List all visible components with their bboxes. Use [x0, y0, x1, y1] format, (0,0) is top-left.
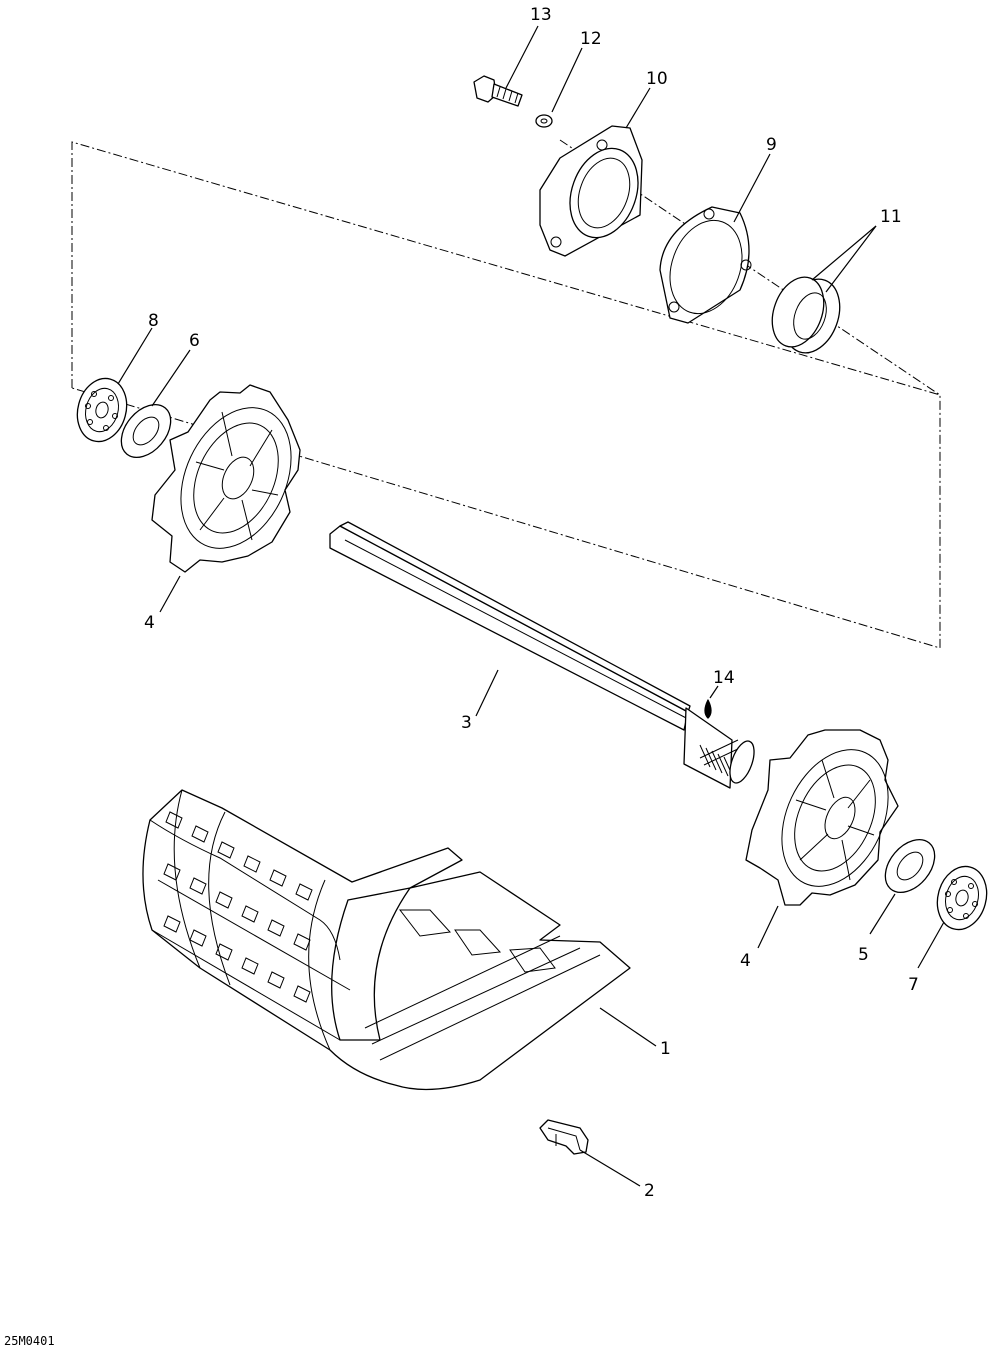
callout-9: 9 — [766, 135, 777, 155]
callout-2: 2 — [644, 1181, 655, 1201]
leader-10 — [625, 87, 651, 129]
bearing-right — [936, 865, 988, 931]
washer — [535, 114, 553, 128]
spacer-right — [884, 839, 936, 893]
grease-drop — [704, 699, 712, 719]
leader-6 — [151, 349, 191, 407]
assembly-centerline — [71, 141, 941, 649]
bearing-left — [76, 377, 128, 443]
callout-1: 1 — [660, 1039, 671, 1059]
spacer-left — [120, 404, 172, 458]
leader-4b — [757, 905, 779, 949]
leader-1 — [599, 1007, 657, 1047]
track-clip — [539, 1119, 589, 1155]
leader-14 — [709, 685, 719, 699]
callout-11: 11 — [880, 207, 902, 227]
sprocket-right — [745, 729, 899, 906]
drive-axle — [329, 521, 755, 789]
bearing-housing — [539, 125, 643, 257]
leader-11b — [825, 225, 877, 293]
callout-4-left: 4 — [144, 613, 155, 633]
leader-7 — [917, 921, 945, 969]
callout-3: 3 — [461, 713, 472, 733]
callout-13: 13 — [530, 5, 552, 25]
callout-14: 14 — [713, 668, 735, 688]
callout-6: 6 — [189, 331, 200, 351]
track — [142, 789, 631, 1091]
callout-4-right: 4 — [740, 951, 751, 971]
leader-11a — [811, 225, 877, 281]
leader-5 — [869, 893, 896, 935]
sprocket-left — [151, 384, 301, 573]
callout-12: 12 — [580, 29, 602, 49]
callout-10: 10 — [646, 69, 668, 89]
callout-5: 5 — [858, 945, 869, 965]
leader-2 — [579, 1149, 641, 1187]
leader-9 — [733, 153, 771, 223]
leader-3 — [475, 669, 499, 717]
bolt — [473, 75, 523, 107]
callout-8: 8 — [148, 311, 159, 331]
leader-12 — [551, 47, 583, 113]
leader-4a — [159, 575, 181, 613]
callout-7: 7 — [908, 975, 919, 995]
seal — [771, 276, 841, 354]
drawing-code: 25M0401 — [4, 1334, 55, 1348]
leader-8 — [117, 327, 153, 385]
seal-plate — [659, 206, 752, 324]
leader-13 — [505, 25, 539, 89]
